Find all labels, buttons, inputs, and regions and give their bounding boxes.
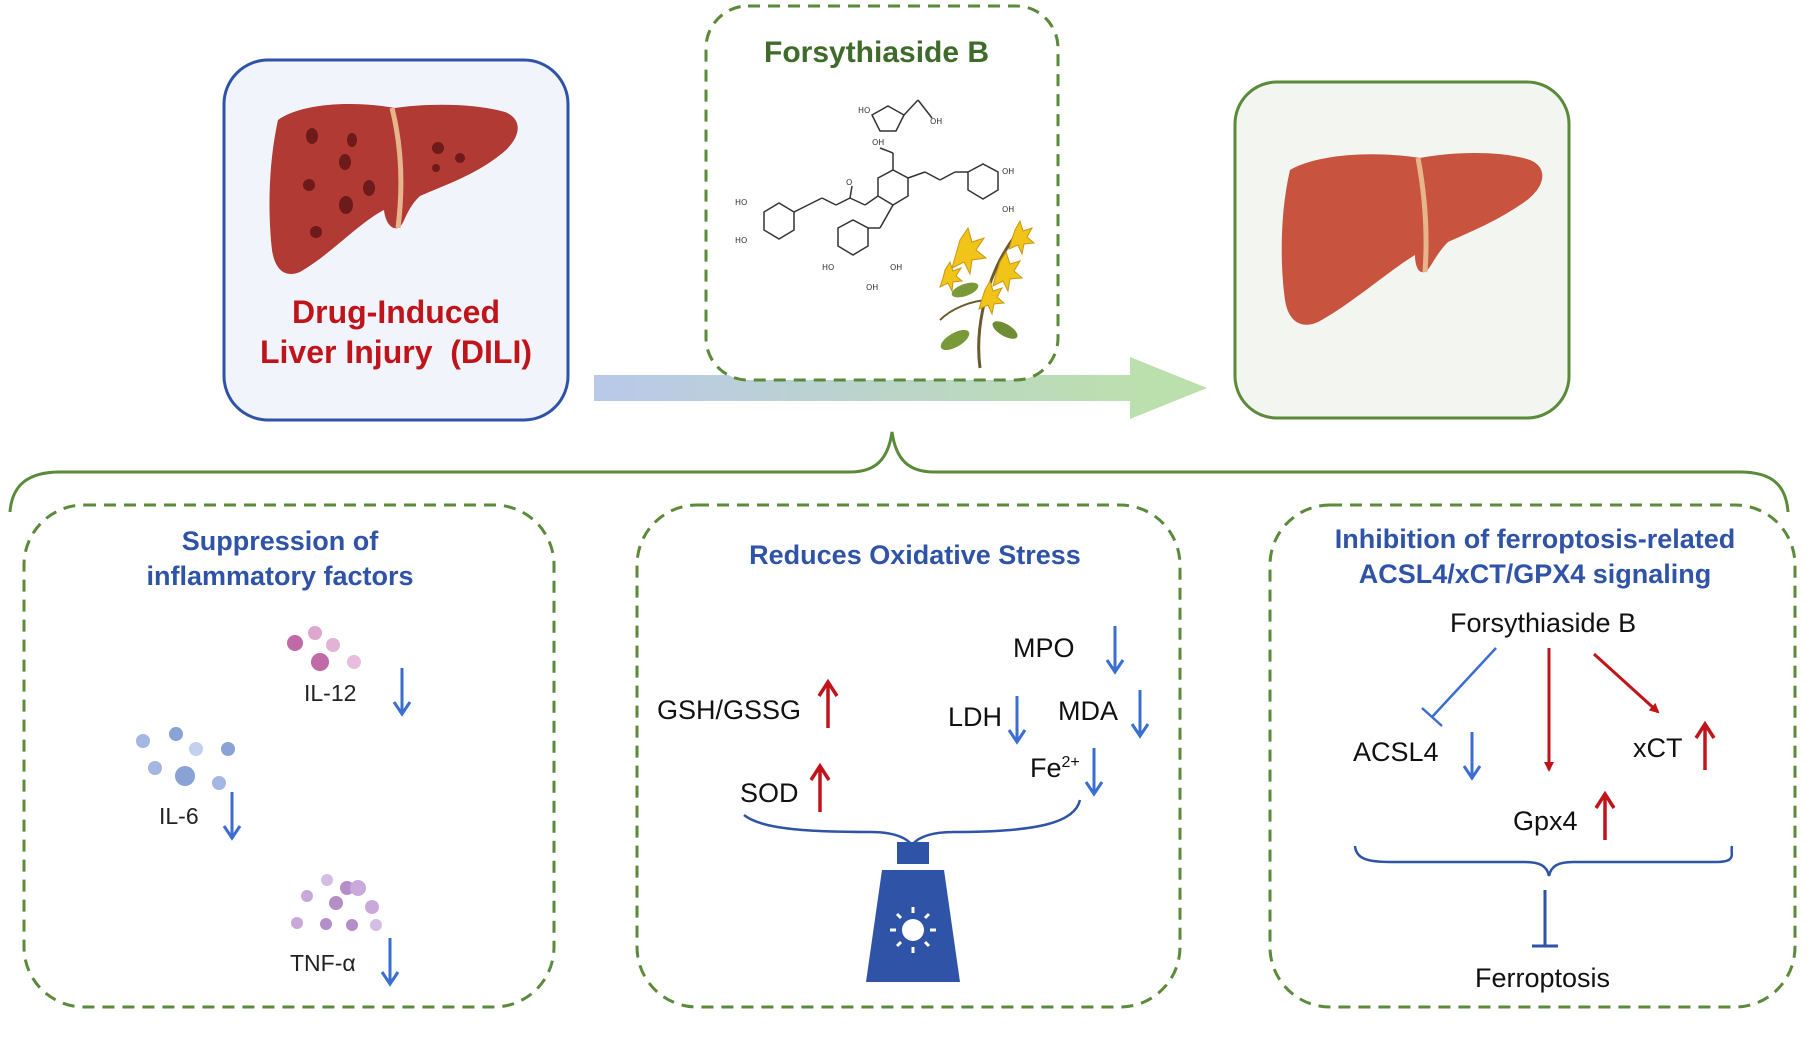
sod-up-arrow [809, 762, 831, 812]
chem-label-oh-top-1: OH [930, 117, 942, 126]
xct-up-arrow [1694, 720, 1716, 770]
sod-label: SOD [740, 778, 799, 808]
chemical-structure [763, 99, 999, 256]
dili-label-line1: Drug-Induced [292, 294, 500, 330]
damaged-liver-icon [269, 104, 518, 274]
tnf-label: TNF-α [290, 950, 356, 976]
forsythia-flower-illustration [939, 219, 1036, 369]
compound-title: Forsythiaside B [764, 36, 990, 69]
chem-label-ho-sugar: HO [822, 263, 834, 272]
inhibit-ferroptosis-line [1532, 890, 1558, 948]
chem-label-oh-right-2: OH [1002, 205, 1014, 214]
chem-label-oh-top-2: OH [872, 138, 884, 147]
mpo-label: MPO [1013, 633, 1075, 663]
dili-label-line2: Liver Injury (DILI) [259, 334, 533, 370]
ferroptosis-title-line1: Inhibition of ferroptosis-related [1334, 524, 1736, 554]
ldh-label: LDH [948, 702, 1003, 732]
fe-symbol: Fe [1030, 753, 1062, 783]
il6-down-arrow [222, 792, 242, 841]
il12-particles [287, 626, 361, 671]
ferroptosis-drug-label: Forsythiaside B [1450, 608, 1637, 638]
ferroptosis-panel [1268, 503, 1797, 1009]
fe-label: Fe2+ [1030, 753, 1080, 784]
main-brace [8, 431, 1790, 513]
activate-xct-arrow [1592, 652, 1660, 714]
gpx4-label: Gpx4 [1513, 806, 1578, 836]
healthy-liver-icon [1281, 153, 1543, 325]
oxidative-title: Reduces Oxidative Stress [749, 540, 1081, 570]
mda-label: MDA [1058, 696, 1118, 726]
gpx4-up-arrow [1594, 790, 1616, 840]
il12-label: IL-12 [304, 680, 357, 706]
chem-label-oh-sugar-2: OH [890, 263, 902, 272]
il6-particles [136, 727, 235, 790]
chem-label-ho-left-1: HO [735, 198, 747, 207]
chem-label-oh-right-1: OH [1002, 167, 1014, 176]
ldh-down-arrow [1007, 696, 1027, 745]
acsl4-label: ACSL4 [1353, 737, 1439, 767]
il6-label: IL-6 [159, 803, 199, 829]
tnf-down-arrow [380, 938, 400, 987]
chem-label-ho-left-2: HO [735, 236, 747, 245]
chem-label-o-ring: O [846, 178, 852, 187]
fe-down-arrow [1084, 748, 1104, 797]
inflammation-panel [22, 503, 556, 1009]
sunscreen-bottle-icon [866, 842, 960, 982]
inflammation-title-line2: inflammatory factors [146, 561, 414, 591]
chem-label-oh-sugar-1: OH [866, 283, 878, 292]
xct-label: xCT [1633, 733, 1683, 763]
acsl4-down-arrow [1462, 732, 1482, 781]
mpo-down-arrow [1105, 626, 1125, 675]
tnf-particles [291, 874, 382, 931]
chem-label-ho-top: HO [858, 106, 870, 115]
dili-label: Drug-Induced Liver Injury (DILI) [248, 292, 544, 372]
ferroptosis-title: Inhibition of ferroptosis-related ACSL4/… [1300, 522, 1770, 592]
ferroptosis-outcome-label: Ferroptosis [1475, 963, 1611, 993]
oxidative-panel [635, 503, 1182, 1009]
il12-down-arrow [392, 668, 412, 717]
gsh-gssg-label: GSH/GSSG [657, 695, 802, 725]
fe-charge: 2+ [1061, 754, 1080, 771]
inhibit-acsl4-line [1421, 647, 1497, 727]
inflammation-title: Suppression of inflammatory factors [100, 524, 460, 594]
chem-label-group: HO HO OH OH HO OH OH O HO OH OH [735, 106, 1014, 292]
mda-down-arrow [1130, 690, 1150, 739]
ferroptosis-brace [1353, 845, 1734, 877]
inflammation-title-line1: Suppression of [181, 526, 379, 556]
ferroptosis-title-line2: ACSL4/xCT/GPX4 signaling [1358, 559, 1712, 589]
gsh-up-arrow [817, 678, 839, 728]
